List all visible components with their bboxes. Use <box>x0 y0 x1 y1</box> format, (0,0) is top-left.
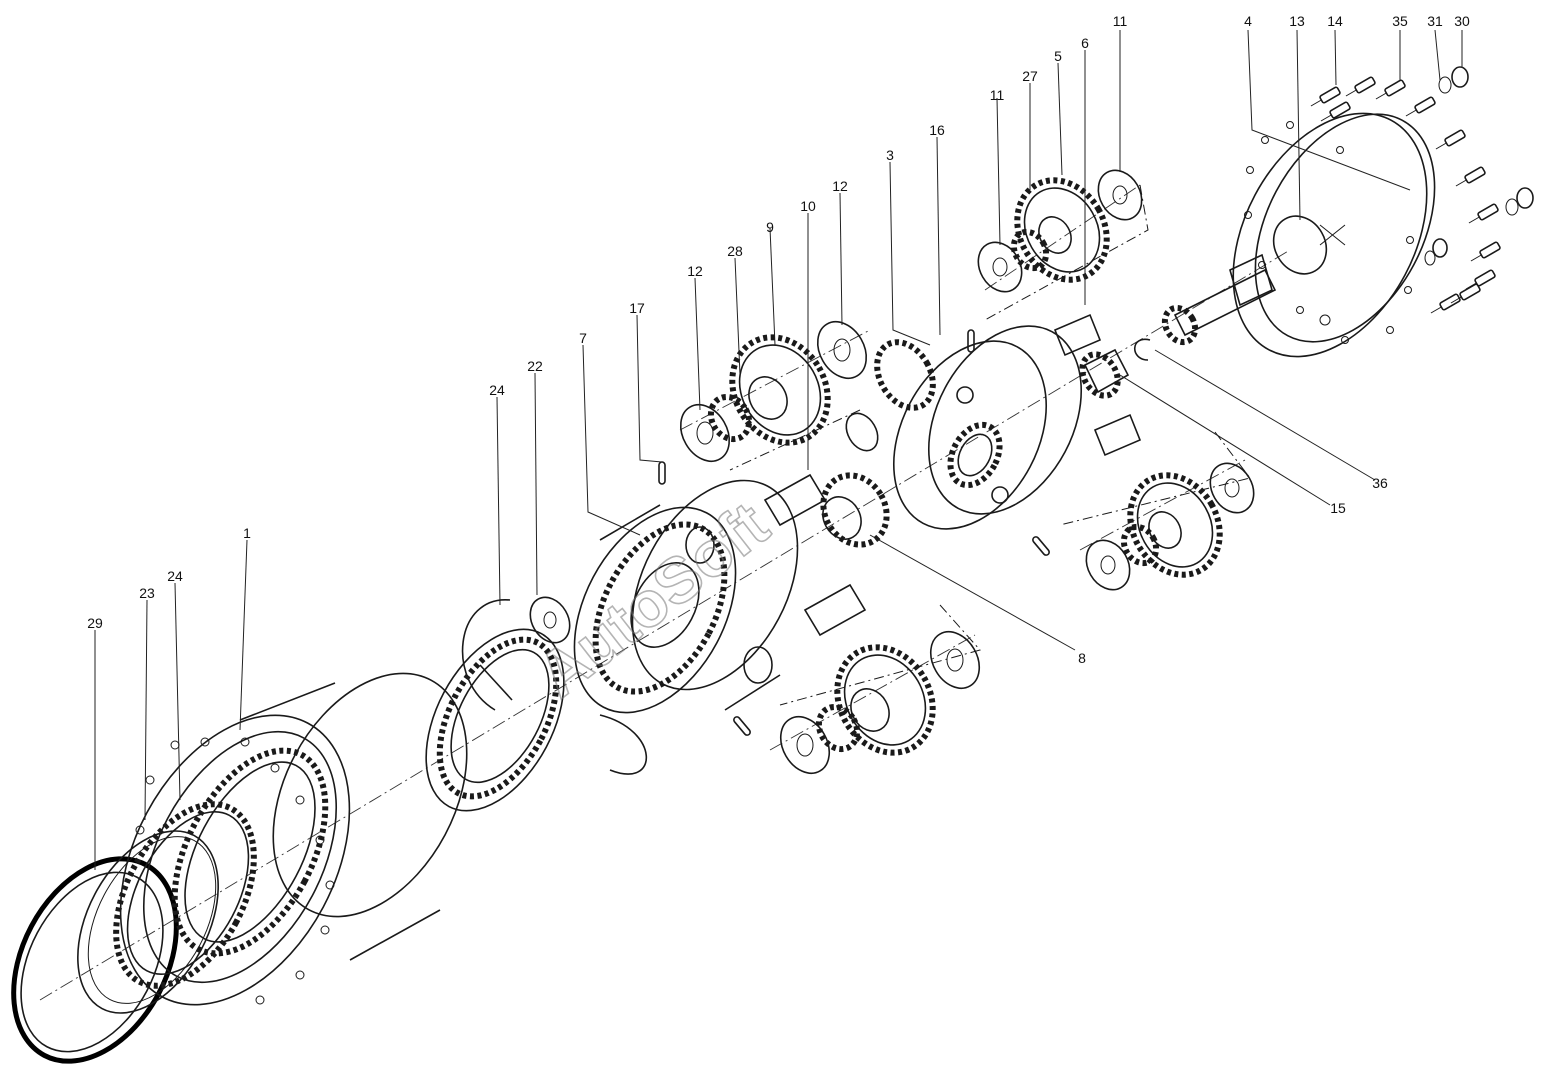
assembly-guides <box>729 184 1251 706</box>
callout-36: 36 <box>1372 475 1388 491</box>
callout-13: 13 <box>1289 13 1305 29</box>
part-1-hub-housing <box>119 672 468 1006</box>
part-36-snap-ring <box>1133 338 1151 361</box>
part-13-input-shaft <box>1161 253 1277 346</box>
callout-30: 30 <box>1454 13 1470 29</box>
part-4-cover <box>1232 112 1436 358</box>
callout-16: 16 <box>929 122 945 138</box>
callout-12-right: 12 <box>832 178 848 194</box>
part-9-planet-gear-lower <box>815 644 936 756</box>
callout-31: 31 <box>1427 13 1443 29</box>
callout-3: 3 <box>886 147 894 163</box>
callout-15: 15 <box>1330 500 1346 516</box>
callout-11-left: 11 <box>990 87 1005 103</box>
callout-29: 29 <box>87 615 103 631</box>
part-30-31-plugs <box>1424 66 1534 266</box>
callout-9: 9 <box>766 219 774 235</box>
part-23-o-ring <box>77 830 219 1014</box>
part-22-snap-ring <box>461 599 648 775</box>
part-10-shaft <box>763 313 1142 637</box>
leader-lines <box>94 29 1463 870</box>
callout-22: 22 <box>527 358 543 374</box>
part-16-pin <box>967 329 975 353</box>
part-24-bearing-rear <box>425 628 565 812</box>
callout-23: 23 <box>139 585 155 601</box>
part-24-bearing-front <box>113 801 257 989</box>
callout-5: 5 <box>1054 48 1062 64</box>
callout-6: 6 <box>1081 35 1089 51</box>
callout-labels: 1 23 24 29 24 22 7 17 12 28 9 10 12 3 16… <box>87 13 1470 666</box>
part-3-second-carrier <box>874 325 1083 530</box>
part-15-needle-bearing <box>1079 348 1130 399</box>
callout-8: 8 <box>1078 650 1086 666</box>
callout-24-front: 24 <box>167 568 183 584</box>
callout-24-rear: 24 <box>489 382 505 398</box>
callout-4: 4 <box>1244 13 1252 29</box>
callout-14: 14 <box>1327 13 1343 29</box>
callout-10: 10 <box>800 198 816 214</box>
callout-1: 1 <box>243 525 251 541</box>
part-7-planet-carrier <box>573 479 799 714</box>
part-5-planet-gear-top <box>1010 177 1110 283</box>
callout-35: 35 <box>1392 13 1408 29</box>
callout-27: 27 <box>1022 68 1038 84</box>
callout-17: 17 <box>629 300 645 316</box>
callout-12-left: 12 <box>687 263 703 279</box>
part-8-sun-gear <box>820 472 890 548</box>
callout-28: 28 <box>727 243 743 259</box>
part-5-planet-gear-bottom <box>1120 472 1223 578</box>
callout-7: 7 <box>579 330 587 346</box>
callout-11-right: 11 <box>1113 13 1128 29</box>
part-14-bolts <box>1310 76 1501 314</box>
